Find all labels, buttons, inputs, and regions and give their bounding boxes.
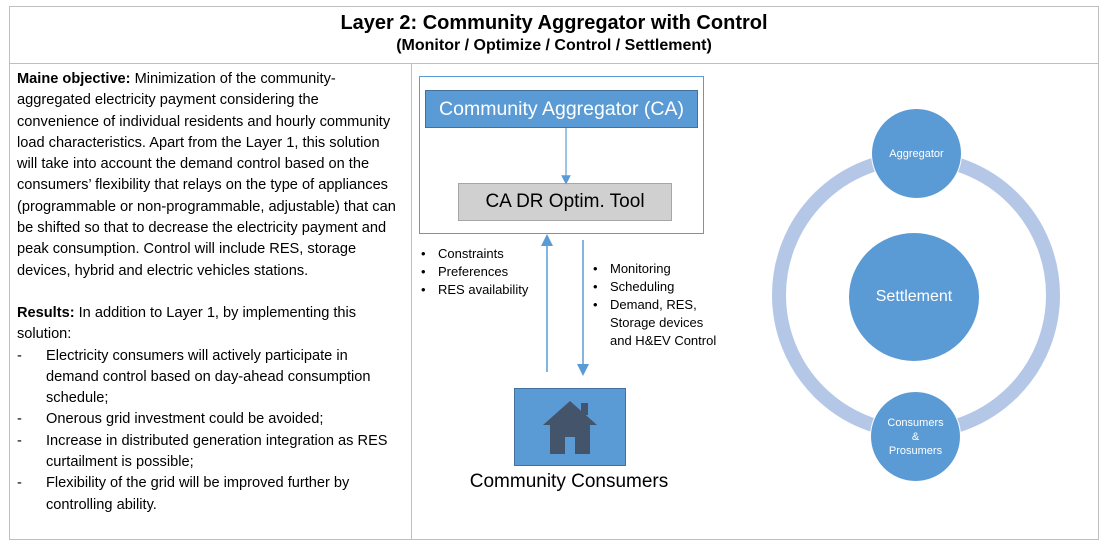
aggregator-title: Community Aggregator (CA) — [425, 90, 698, 128]
description-panel: Maine objective: Minimization of the com… — [10, 64, 412, 539]
consumers-label: Community Consumers — [469, 471, 669, 492]
aggregator-node: Aggregator — [871, 108, 962, 199]
results-list: -Electricity consumers will actively par… — [17, 346, 403, 516]
upstream-list: Constraints Preferences RES availability — [421, 245, 541, 299]
downstream-list: Monitoring Scheduling Demand, RES, Stora… — [593, 260, 718, 350]
results-text: In addition to Layer 1, by implementing … — [17, 304, 357, 343]
figure-subtitle: (Monitor / Optimize / Control / Settleme… — [396, 37, 712, 54]
list-item: -Onerous grid investment could be avoide… — [17, 409, 403, 430]
aggregator-container — [419, 76, 704, 234]
list-item: -Electricity consumers will actively par… — [17, 347, 371, 407]
results-paragraph: Results: In addition to Layer 1, by impl… — [17, 303, 403, 346]
objective-text: Minimization of the community-aggregated… — [17, 71, 396, 279]
list-item: -Flexibility of the grid will be improve… — [17, 475, 350, 513]
header: Layer 2: Community Aggregator with Contr… — [10, 7, 1098, 64]
results-label: Results: — [17, 304, 75, 321]
figure-title: Layer 2: Community Aggregator with Contr… — [340, 12, 768, 34]
list-item: Monitoring — [593, 260, 718, 278]
optimization-tool: CA DR Optim. Tool — [458, 183, 672, 221]
objective-paragraph: Maine objective: Minimization of the com… — [17, 69, 403, 282]
figure-frame: Layer 2: Community Aggregator with Contr… — [9, 6, 1099, 540]
list-item: Demand, RES, Storage devices and H&EV Co… — [593, 296, 718, 350]
list-item: RES availability — [421, 281, 541, 299]
dash-marker: - — [17, 411, 22, 428]
dash-marker: - — [17, 347, 22, 364]
list-item: Scheduling — [593, 278, 718, 296]
list-item: Preferences — [421, 263, 541, 281]
list-item: -Increase in distributed generation inte… — [17, 432, 388, 471]
settlement-node: Settlement — [848, 232, 980, 362]
dash-marker: - — [17, 475, 22, 492]
list-item: Constraints — [421, 245, 541, 263]
consumers-box — [514, 388, 626, 466]
house-icon — [543, 401, 597, 454]
objective-label: Maine objective: — [17, 71, 131, 87]
dash-marker: - — [17, 432, 22, 449]
consumers-prosumers-node: Consumers & Prosumers — [870, 391, 961, 482]
